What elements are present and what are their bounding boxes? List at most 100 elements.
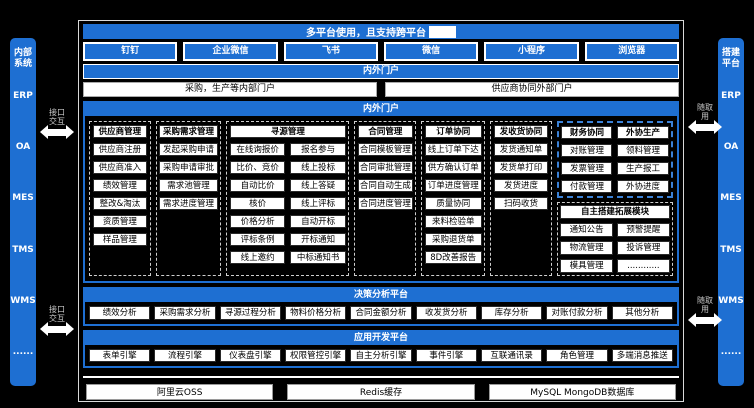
self-build-extension-group: 自主搭建拓展模块 通知公告预警提醒物流管理投诉管理模具管理...........… <box>556 201 674 276</box>
group-finance-collab: 财务协同 对账管理发票管理付款管理 <box>561 125 613 193</box>
internal-systems-list: ERP OA MES TMS WMS...... <box>10 70 36 378</box>
module-box: 投诉管理 <box>617 241 670 255</box>
module-box: 供方确认订单 <box>424 160 482 174</box>
internal-system-item: WMS <box>10 295 36 306</box>
internal-system-item: ...... <box>12 347 34 358</box>
group-header: 外协生产 <box>617 125 669 139</box>
module-box: 比价、竞价 <box>229 160 286 174</box>
module-box: 线上投标 <box>290 160 346 174</box>
analysis-box: 收发货分析 <box>415 306 477 320</box>
analysis-box: 其他分析 <box>611 306 673 320</box>
group-shipping-receiving: 发收货协同 发货通知单发货单打印发货进度扫码收货 <box>490 121 552 276</box>
module-box: 合同模板管理 <box>357 142 413 156</box>
on-demand-use-label: 随取用 <box>697 103 713 121</box>
analysis-box: 对账付款分析 <box>546 306 608 320</box>
module-box: 供应商注册 <box>92 142 148 156</box>
module-box: 发起采购申请 <box>159 142 218 156</box>
module-box: 样品管理 <box>92 232 148 246</box>
double-arrow-icon <box>40 322 74 336</box>
right-connector-top: 随取用 <box>686 103 724 134</box>
build-platform-item: MES <box>720 193 742 204</box>
double-arrow-icon <box>688 120 722 134</box>
internal-system-item: ERP <box>13 90 33 101</box>
module-box: 发货单打印 <box>493 160 549 174</box>
redacted-box <box>429 25 456 38</box>
group-header: 发收货协同 <box>493 124 549 138</box>
storage-box: 阿里云OSS <box>84 383 275 401</box>
platform-title-text: 多平台使用，且支持跨平台 <box>306 28 426 39</box>
module-box: 自动开标 <box>290 214 346 228</box>
module-box: 价格分析 <box>229 214 286 228</box>
group-contract: 合同管理 合同模板管理合同审批管理合同自动生成合同进度管理 <box>354 121 417 276</box>
build-platform-item: OA <box>723 141 739 152</box>
right-connector-bottom: 随取用 <box>686 296 724 327</box>
engine-box: 表单引擎 <box>89 348 151 362</box>
module-box: 需求池管理 <box>159 178 218 192</box>
finance-outsourcing-dashed-group: 财务协同 对账管理发票管理付款管理 外协生产 领料管理生产报工外协进度 <box>556 121 674 198</box>
analysis-box: 合同金额分析 <box>350 306 412 320</box>
engine-box: 角色管理 <box>546 348 608 362</box>
left-connector-top: 接口交互 <box>38 108 76 139</box>
module-box: 合同进度管理 <box>357 196 413 210</box>
internal-system-item: TMS <box>12 244 34 255</box>
module-box: 绩效管理 <box>92 178 148 192</box>
internal-system-item: OA <box>15 141 31 152</box>
module-box: 发货通知单 <box>493 142 549 156</box>
group-header: 采购需求管理 <box>159 124 218 138</box>
module-box: 生产报工 <box>617 161 669 175</box>
app-dev-bar: 应用开发平台 <box>85 331 677 345</box>
app-dev-section: 应用开发平台 表单引擎流程引擎仪表盘引擎权限管控引擎自主分析引擎事件引擎互联通讯… <box>83 329 679 368</box>
group-finance-outsourcing-wrapper: 财务协同 对账管理发票管理付款管理 外协生产 领料管理生产报工外协进度 自主搭建… <box>556 121 674 276</box>
internal-system-item: MES <box>12 193 34 204</box>
module-box: 在线询报价 <box>229 142 286 156</box>
build-platform-title: 搭建平台 <box>721 48 740 69</box>
internal-portal-box: 采购，生产等内部门户 <box>82 81 378 98</box>
module-box: 资质管理 <box>92 214 148 228</box>
channel-button[interactable]: 微信 <box>383 42 479 61</box>
portal-header-bar: 内外门户 <box>83 64 679 79</box>
engine-box: 事件引擎 <box>415 348 477 362</box>
module-box: 对账管理 <box>561 143 613 157</box>
channel-button[interactable]: 浏览器 <box>584 42 679 61</box>
module-box: 自动比价 <box>229 178 286 192</box>
business-section: 内外门户 供应商管理 供应商注册供应商准入绩效管理整改&淘汰资质管理样品管理 采… <box>83 101 679 283</box>
module-box: 外协进度 <box>617 179 669 193</box>
module-box: 核价 <box>229 196 286 210</box>
module-box: 采购申请审批 <box>159 160 218 174</box>
decision-analysis-bar: 决策分析平台 <box>85 289 677 302</box>
decision-analysis-section: 决策分析平台 绩效分析采购需求分析寻源过程分析物料价格分析合同金额分析收发货分析… <box>83 287 679 326</box>
engine-box: 多端消息推送 <box>611 348 673 362</box>
channel-row: 钉钉企业微信飞书微信小程序浏览器 <box>83 42 679 61</box>
module-box: 需求进度管理 <box>159 196 218 210</box>
channel-button[interactable]: 企业微信 <box>183 42 278 61</box>
analysis-box: 绩效分析 <box>89 306 151 320</box>
channel-button[interactable]: 钉钉 <box>83 42 178 61</box>
module-box: 预警提醒 <box>617 223 670 237</box>
analysis-box: 寻源过程分析 <box>219 306 281 320</box>
channel-button[interactable]: 飞书 <box>283 42 378 61</box>
module-box: 采购退货单 <box>424 232 482 246</box>
module-box: ............ <box>617 259 670 273</box>
module-box: 质量协同 <box>424 196 482 210</box>
module-box: 报名参与 <box>290 142 346 156</box>
module-box: 付款管理 <box>561 179 613 193</box>
module-box: 线上订单下达 <box>424 142 482 156</box>
module-box: 发票管理 <box>561 161 613 175</box>
external-portal-box: 供应商协同外部门户 <box>384 81 680 98</box>
group-purchase-demand: 采购需求管理 发起采购申请采购申请审批需求池管理需求进度管理 <box>155 121 222 276</box>
module-box: 整改&淘汰 <box>92 196 148 210</box>
on-demand-use-label: 随取用 <box>697 296 713 314</box>
module-box: 领料管理 <box>617 143 669 157</box>
extension-header: 自主搭建拓展模块 <box>560 205 670 219</box>
build-platform-item: ERP <box>721 90 741 101</box>
group-header: 供应商管理 <box>92 124 148 138</box>
module-box: 线上评标 <box>290 196 346 210</box>
channel-button[interactable]: 小程序 <box>484 42 579 61</box>
group-header: 合同管理 <box>357 124 413 138</box>
module-box: 发货进度 <box>493 178 549 192</box>
storage-box: MySQL MongoDB数据库 <box>487 383 677 401</box>
group-header: 财务协同 <box>561 125 613 139</box>
module-box: 线上答疑 <box>290 178 346 192</box>
